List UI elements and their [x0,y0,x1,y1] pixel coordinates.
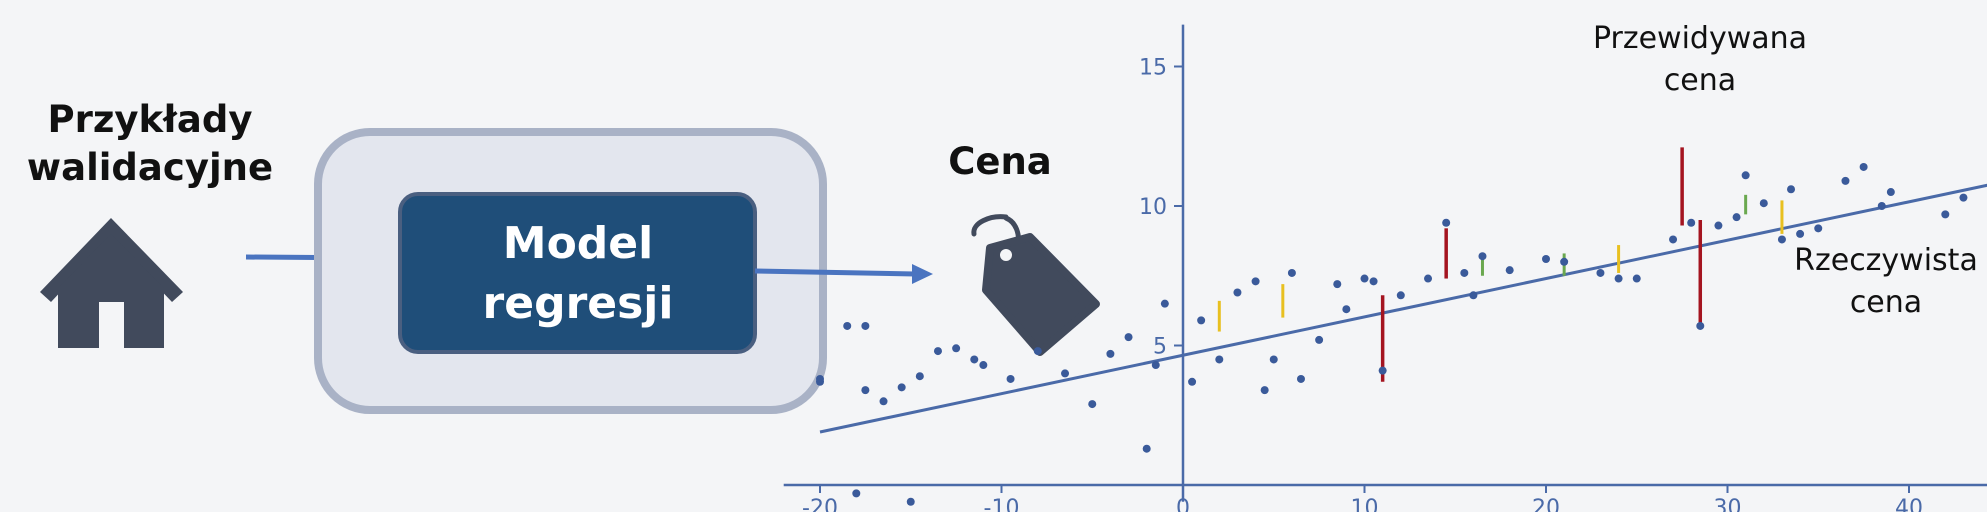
data-point [1777,235,1786,244]
x-tick-label: 30 [1714,496,1742,512]
data-point [1369,277,1378,286]
data-point [1796,229,1805,238]
data-point [979,361,988,370]
data-point [1759,199,1768,208]
data-point [1669,235,1678,244]
y-tick-label: 5 [1153,335,1167,360]
data-point [1959,193,1968,202]
data-point [1841,176,1850,185]
y-tick-label: 10 [1139,195,1167,220]
output-arrow [754,264,933,284]
data-point [1260,386,1269,395]
price-tag-icon [971,214,1100,356]
x-tick-label: -20 [802,496,838,512]
data-point [1886,188,1895,197]
data-point [1360,274,1369,283]
data-point [861,321,870,330]
data-point [1560,257,1569,266]
data-point [906,497,915,506]
data-point [1215,355,1224,364]
data-point [1542,255,1550,264]
data-point [1814,224,1823,233]
x-tick-label: 20 [1532,496,1560,512]
data-point [1006,374,1015,383]
data-point [1741,171,1750,180]
data-point [1787,185,1796,194]
data-point [1396,291,1405,300]
data-point [1505,266,1514,275]
data-point [952,344,961,353]
data-point [1596,268,1605,277]
data-point [1478,252,1487,261]
data-point [852,489,861,498]
data-point [1151,361,1160,370]
data-point [1251,277,1260,286]
data-point [1424,274,1433,283]
data-point [1160,299,1169,308]
data-point [1632,274,1641,283]
data-point [1732,213,1741,222]
data-point [1469,291,1478,300]
data-point [1233,288,1242,297]
data-point [816,377,824,386]
data-point [1061,369,1070,378]
x-tick-label: -10 [984,496,1020,512]
data-point [1197,316,1206,325]
data-point [1859,162,1868,171]
annotation-actual-line1: Rzeczywista [1794,243,1978,278]
annotation-actual-line2: cena [1850,285,1922,320]
annotation-predicted-line2: cena [1664,63,1736,98]
data-point [1269,355,1278,364]
data-point [1296,374,1305,383]
data-point [1687,218,1696,227]
data-point [897,383,906,392]
output-label: Cena [948,140,1052,183]
data-point [915,372,924,381]
data-point [1188,377,1197,386]
data-point [1714,221,1723,230]
data-point [861,386,870,395]
data-point [1287,268,1296,277]
data-point [879,397,888,406]
x-tick-label: 0 [1176,496,1190,512]
house-icon [40,218,183,348]
data-point [1442,218,1451,227]
data-point [1941,210,1950,219]
model-label-line2: regresji [483,278,674,329]
data-point [1033,347,1042,356]
annotation-predicted-line1: Przewidywana [1593,21,1807,56]
data-point [1696,321,1705,330]
data-point [1378,366,1387,375]
input-label: Przykłady walidacyjne [26,98,274,189]
x-tick-label: 40 [1895,496,1923,512]
data-point [1333,280,1342,289]
data-point [1877,202,1886,210]
data-point [933,347,942,356]
data-point [970,355,979,364]
data-point [1106,349,1115,358]
model-label-line1: Model [503,218,653,269]
data-point [1460,268,1469,277]
data-point [1088,400,1097,409]
data-point [1315,335,1324,344]
x-tick-label: 10 [1351,496,1379,512]
data-point [1614,274,1623,283]
data-point [1342,305,1351,314]
data-point [1124,333,1133,342]
y-tick-label: 15 [1139,56,1167,81]
data-point [1142,444,1151,453]
data-point [843,321,852,330]
